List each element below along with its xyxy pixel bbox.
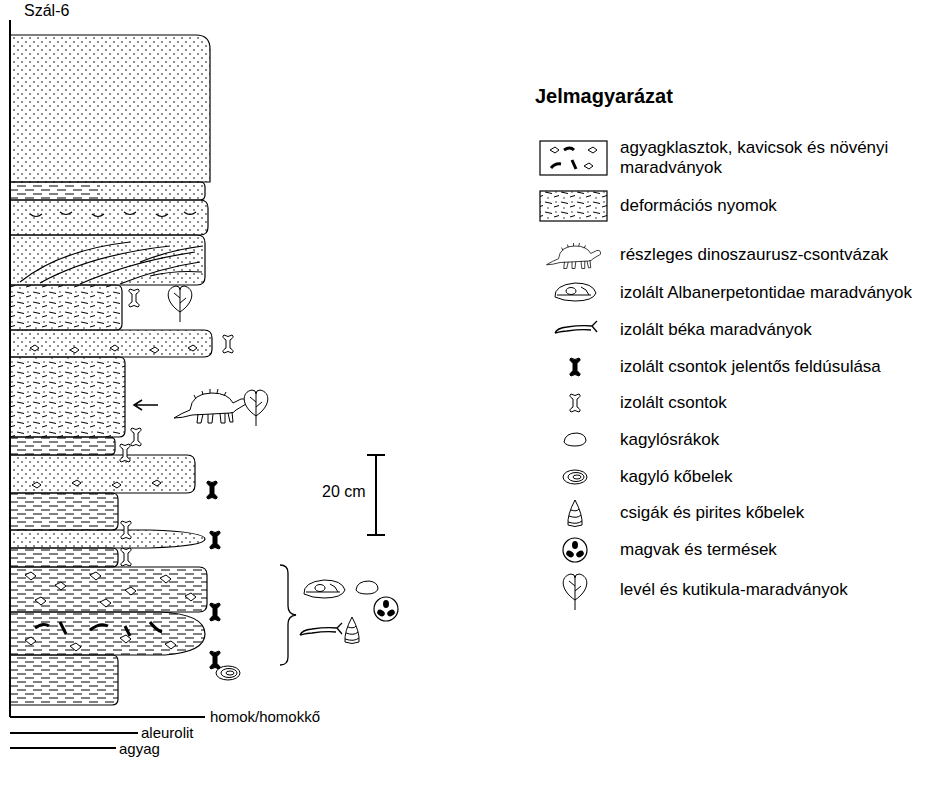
legend-heading: Jelmagyarázat — [535, 85, 673, 108]
legend-text: levél és kutikula-maradványok — [620, 580, 848, 600]
column-title: Szál-6 — [24, 2, 69, 20]
legend-text: agyagklasztok, kavicsok és növényi marad… — [620, 138, 905, 177]
legend-text: izolált Albanerpetontidae maradványok — [620, 283, 912, 303]
legend-text: kagyló kőbelek — [620, 467, 732, 487]
legend-icons — [540, 141, 607, 610]
fossil-symbols — [120, 286, 398, 680]
legend-text: csigák és pirites kőbelek — [620, 503, 804, 523]
grain-size-axis — [10, 20, 205, 748]
sedimentary-structures — [20, 212, 203, 651]
scale-label: 20 cm — [322, 483, 366, 501]
grain-size-label: aleurolit — [141, 724, 194, 741]
grain-size-label: agyag — [119, 740, 160, 757]
legend-text: magvak és termések — [620, 540, 777, 560]
beds — [10, 35, 212, 705]
legend-text: részleges dinoszaurusz-csontvázak — [620, 245, 888, 265]
legend-text: deformációs nyomok — [620, 196, 777, 216]
legend-text: izolált csontok jelentős feldúsulása — [620, 357, 881, 377]
grain-size-label: homok/homokkő — [210, 708, 320, 725]
legend-text: kagylósrákok — [620, 430, 719, 450]
legend-text: izolált béka maradványok — [620, 320, 812, 340]
legend-text: izolált csontok — [620, 393, 727, 413]
scale-bar — [367, 455, 385, 535]
